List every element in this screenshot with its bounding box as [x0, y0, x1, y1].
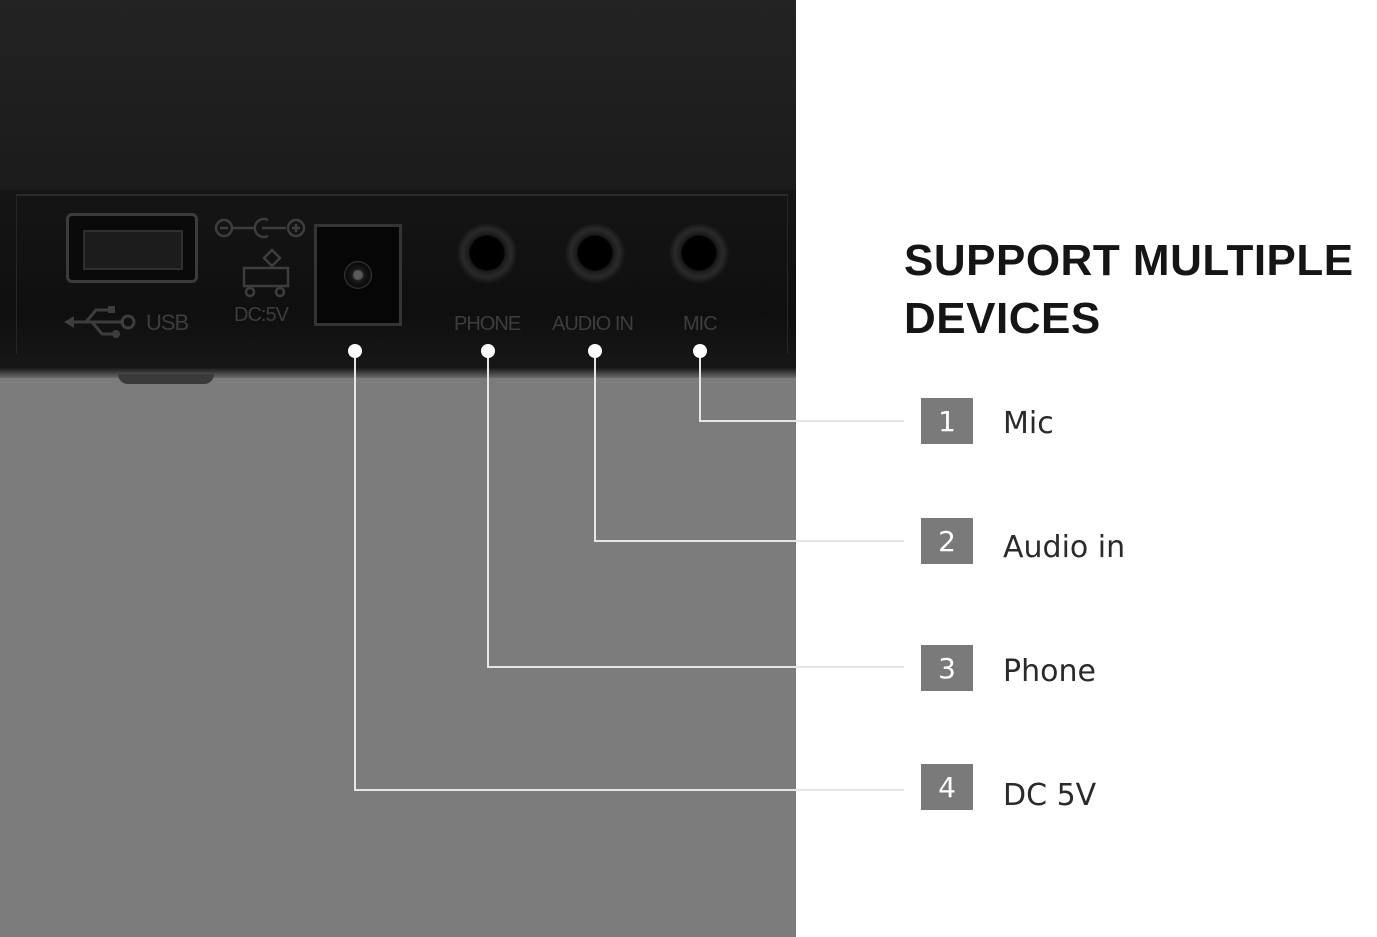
callout-dot-mic — [693, 344, 707, 358]
item-label-dc-5v: DC 5V — [1003, 778, 1097, 813]
leader-line-mic-vertical — [699, 351, 701, 422]
dc-jack — [314, 224, 402, 326]
usb-port — [66, 213, 198, 283]
item-number-1: 1 — [921, 398, 973, 444]
leader-line-mic-horizontal — [699, 420, 904, 422]
leader-line-phone-vertical — [487, 351, 489, 668]
leader-line-phone-horizontal — [487, 666, 904, 668]
item-number-3: 3 — [921, 645, 973, 691]
leader-line-audio-horizontal — [594, 540, 904, 542]
audio-in-label: AUDIO IN — [552, 313, 634, 335]
panel-shadow — [0, 368, 796, 378]
item-number-4: 4 — [921, 764, 973, 810]
callout-dot-dc — [348, 344, 362, 358]
callout-dot-phone — [481, 344, 495, 358]
item-label-audio-in: Audio in — [1003, 530, 1126, 565]
page-title: SUPPORT MULTIPLE DEVICES — [904, 232, 1374, 348]
item-label-mic: Mic — [1003, 406, 1054, 441]
dc-label: DC:5V — [234, 304, 289, 326]
phone-label: PHONE — [454, 313, 521, 335]
mic-jack — [668, 222, 730, 284]
item-label-phone: Phone — [1003, 654, 1096, 689]
mic-label: MIC — [683, 313, 718, 335]
usb-icon — [64, 306, 136, 338]
dc-polarity-icon — [214, 217, 306, 298]
usb-label: USB — [146, 310, 189, 335]
panel-rim — [16, 194, 788, 354]
leader-line-dc-vertical — [354, 351, 356, 791]
callout-dot-audio-in — [588, 344, 602, 358]
title-line-2: DEVICES — [904, 294, 1101, 343]
leader-line-dc-horizontal — [354, 789, 904, 791]
device-foot — [118, 374, 214, 384]
phone-jack — [456, 222, 518, 284]
item-number-2: 2 — [921, 518, 973, 564]
title-line-1: SUPPORT MULTIPLE — [904, 236, 1354, 285]
leader-line-audio-vertical — [594, 351, 596, 542]
device-back-wall — [0, 0, 796, 192]
audio-in-jack — [564, 222, 626, 284]
product-photo: USB DC:5V PHONE AUDIO IN MIC — [0, 0, 796, 937]
